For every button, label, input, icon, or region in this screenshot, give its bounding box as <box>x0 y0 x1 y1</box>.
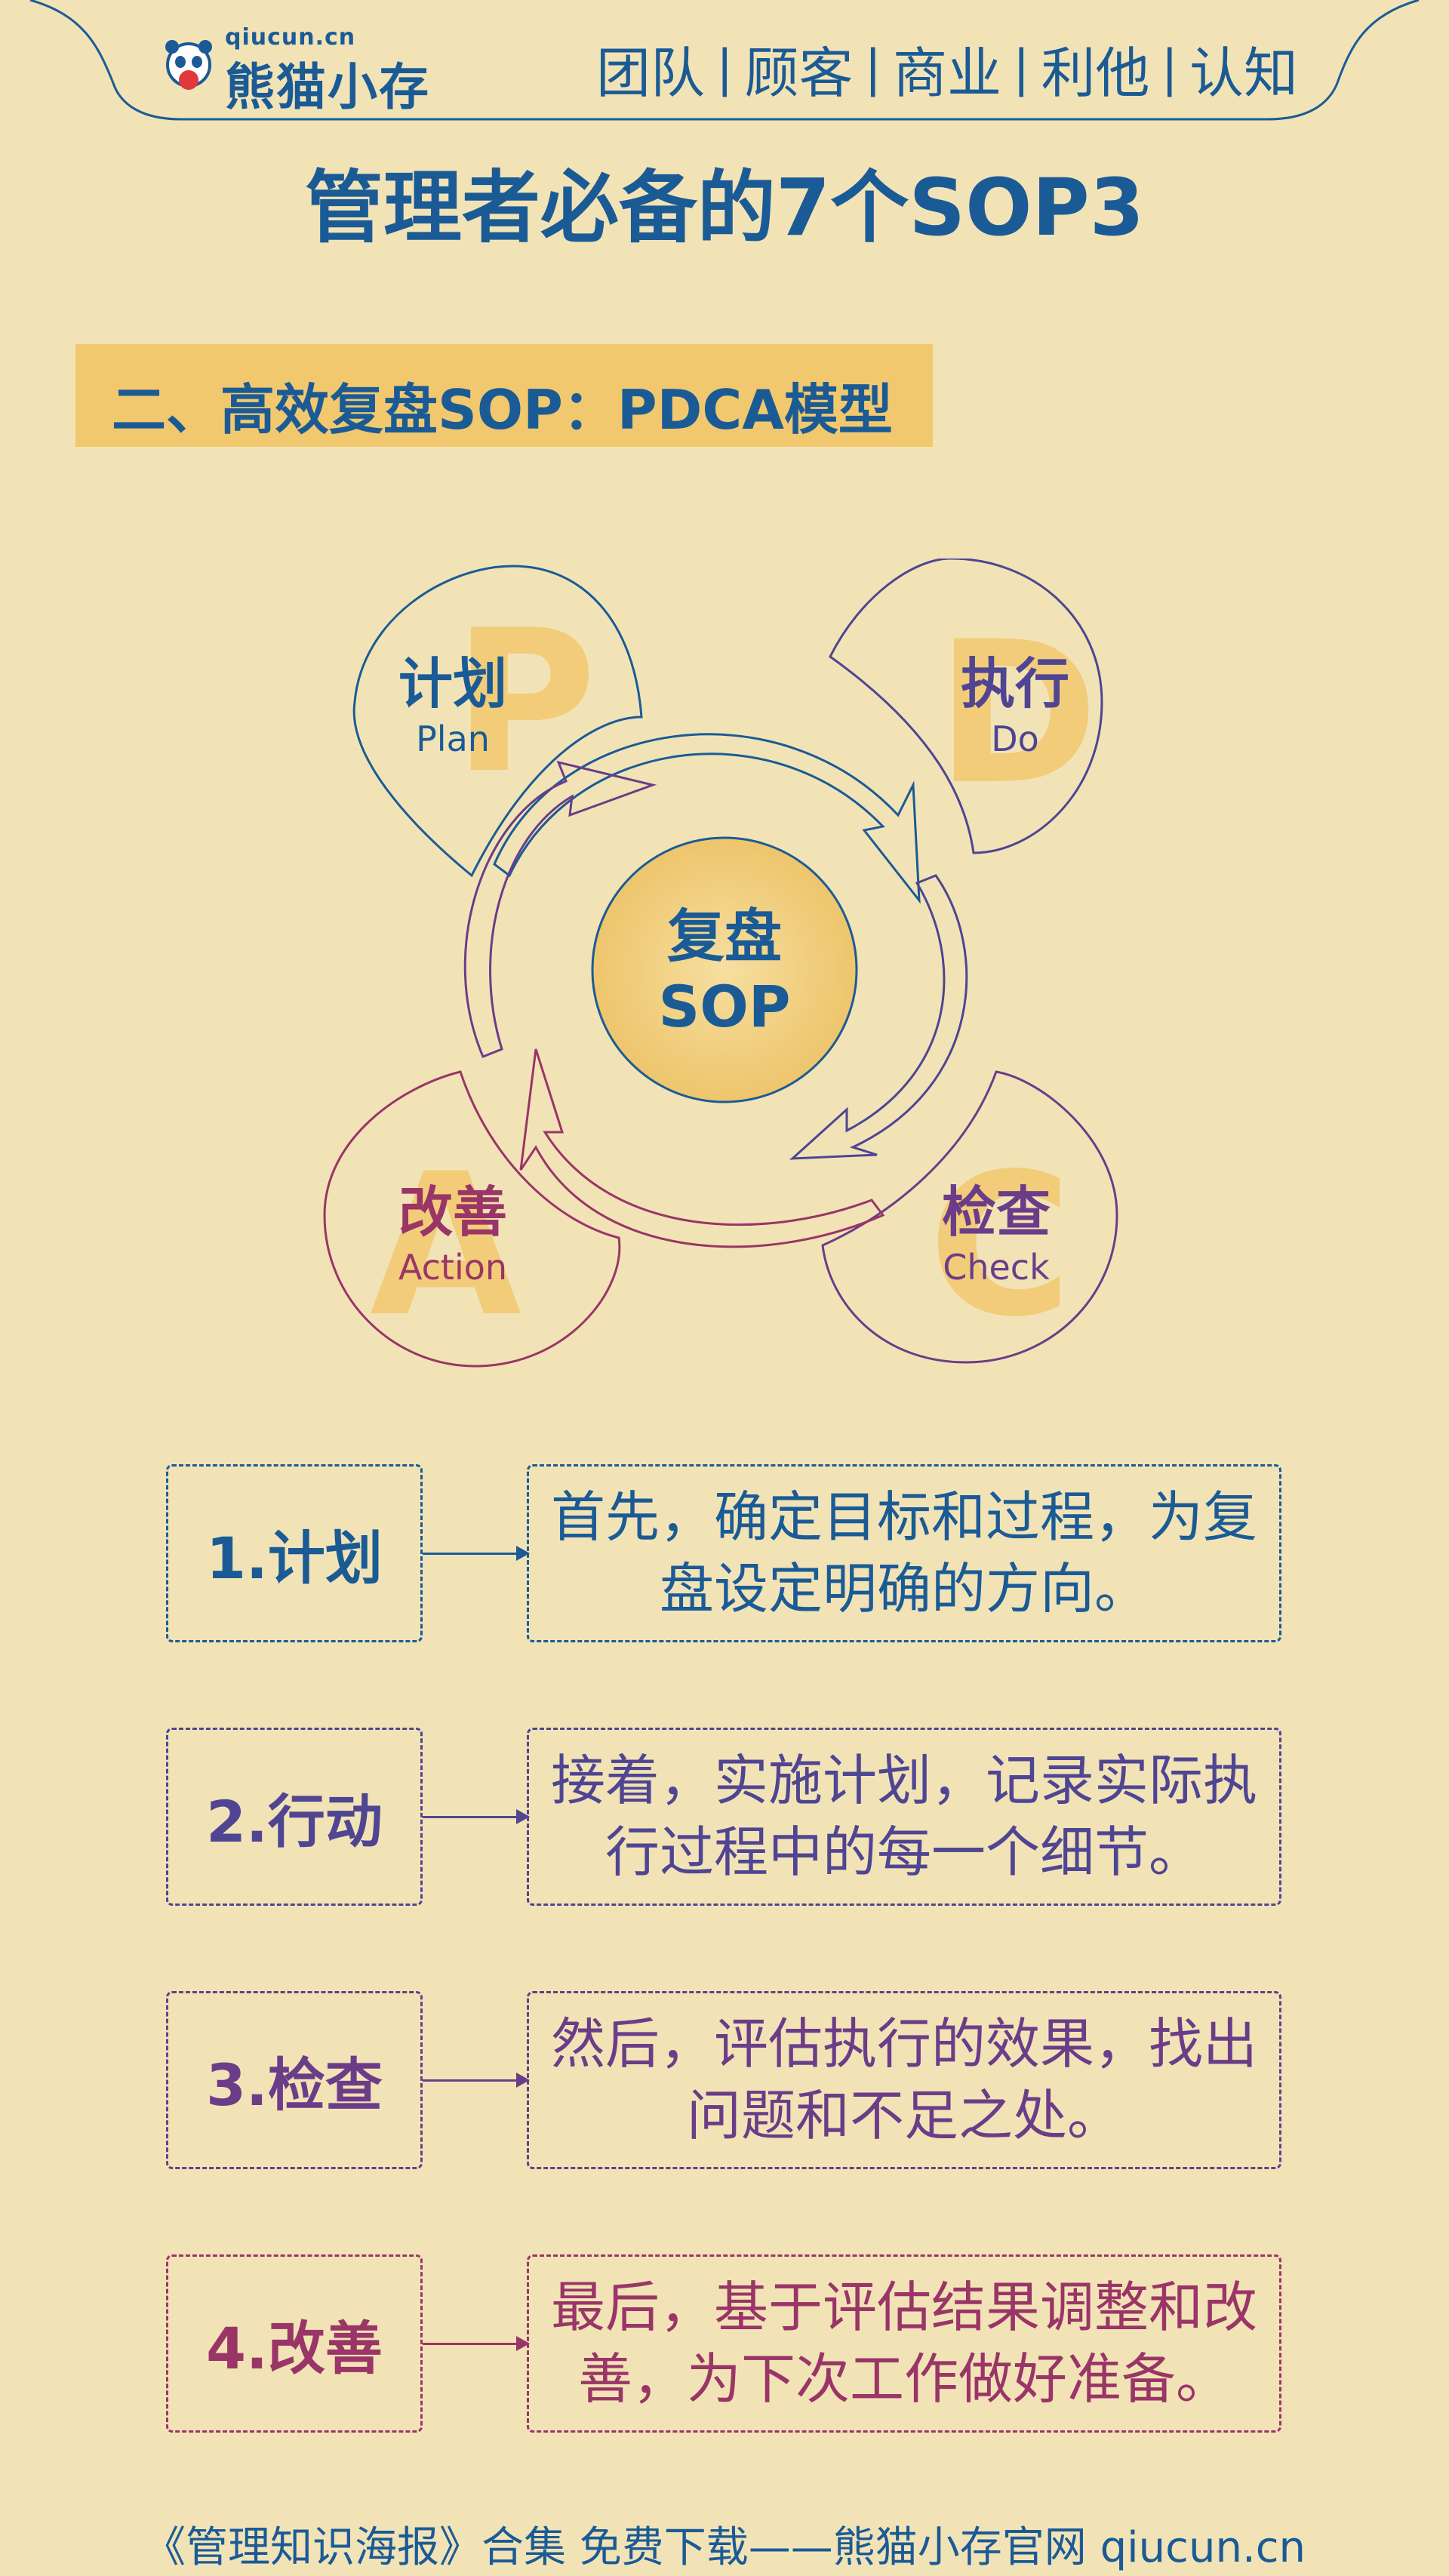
section-header: 二、高效复盘SOP：PDCA模型 <box>75 344 933 447</box>
plan-letter: P <box>453 589 597 817</box>
nav-item-altruism[interactable]: 利他 <box>1041 41 1150 105</box>
brand-logo[interactable]: qiucun.cn 熊猫小存 <box>158 21 475 116</box>
arrow-right-icon <box>423 1546 530 1561</box>
arrow-do-to-check <box>789 874 968 1160</box>
arrow-action-to-plan <box>463 760 657 1058</box>
plan-label-cn: 计划 <box>398 652 507 716</box>
arrow-right-icon <box>423 1809 530 1824</box>
step-description: 首先，确定目标和过程，为复盘设定明确的方向。 <box>527 1464 1281 1642</box>
arrow-plan-to-do <box>493 733 921 904</box>
header-banner <box>29 0 1420 121</box>
page-title: 管理者必备的7个SOP3 <box>304 162 1145 254</box>
step-action: 4.改善 最后，基于评估结果调整和改善，为下次工作做好准备。 <box>0 2254 1449 2436</box>
center-label-line2: SOP <box>658 972 791 1040</box>
nav-item-team[interactable]: 团队 <box>596 41 706 105</box>
center-label: 复盘 SOP <box>592 902 857 1042</box>
check-label-en: Check <box>943 1247 1050 1288</box>
plan-label-en: Plan <box>416 719 490 759</box>
do-label-en: Do <box>991 719 1039 759</box>
step-description: 然后，评估执行的效果，找出问题和不足之处。 <box>527 1991 1281 2169</box>
step-label: 3.检查 <box>166 1991 423 2169</box>
step-plan: 1.计划 首先，确定目标和过程，为复盘设定明确的方向。 <box>0 1464 1449 1645</box>
do-label-cn: 执行 <box>960 652 1069 716</box>
step-description: 最后，基于评估结果调整和改善，为下次工作做好准备。 <box>527 2254 1281 2433</box>
step-label: 2.行动 <box>166 1728 423 1906</box>
nav-divider: | <box>716 38 734 97</box>
plan-bubble <box>352 565 643 878</box>
check-bubble <box>821 1070 1118 1364</box>
nav-divider: | <box>1161 38 1178 97</box>
step-label: 4.改善 <box>166 2254 423 2433</box>
step-label: 1.计划 <box>166 1464 423 1642</box>
do-letter: D <box>936 600 1099 828</box>
center-circle <box>591 836 858 1103</box>
action-label-cn: 改善 <box>398 1180 507 1244</box>
action-label-en: Action <box>398 1247 508 1288</box>
section-title: 二、高效复盘SOP：PDCA模型 <box>112 378 893 442</box>
logo-domain: qiucun.cn <box>225 24 356 51</box>
center-label-line1: 复盘 <box>667 903 782 970</box>
panda-logo-icon <box>165 40 212 90</box>
arrow-right-icon <box>423 2073 530 2088</box>
check-label-cn: 检查 <box>941 1180 1051 1244</box>
check-letter: C <box>928 1132 1072 1360</box>
footer-text[interactable]: 《管理知识海报》合集 免费下载——熊猫小存官网 qiucun.cn <box>143 2523 1306 2572</box>
nav-item-business[interactable]: 商业 <box>892 41 1001 105</box>
action-bubble <box>323 1070 621 1368</box>
step-do: 2.行动 接着，实施计划，记录实际执行过程中的每一个细节。 <box>0 1728 1449 1909</box>
top-nav: 团队 | 顾客 | 商业 | 利他 | 认知 <box>596 30 1298 106</box>
step-description: 接着，实施计划，记录实际执行过程中的每一个细节。 <box>527 1728 1281 1906</box>
do-label: 执行 Do <box>940 657 1091 756</box>
action-letter: A <box>370 1132 523 1360</box>
plan-label: 计划 Plan <box>377 657 528 756</box>
nav-item-cognition[interactable]: 认知 <box>1189 41 1298 105</box>
pdca-diagram: P D A C <box>323 559 1118 1368</box>
nav-item-customer[interactable]: 顾客 <box>744 41 854 105</box>
nav-divider: | <box>864 38 881 97</box>
nav-divider: | <box>1013 38 1030 97</box>
check-label: 检查 Check <box>921 1185 1072 1285</box>
step-check: 3.检查 然后，评估执行的效果，找出问题和不足之处。 <box>0 1991 1449 2172</box>
arrow-check-to-action <box>519 1048 885 1248</box>
do-bubble <box>829 559 1103 854</box>
action-label: 改善 Action <box>377 1185 528 1285</box>
logo-name: 熊猫小存 <box>225 58 430 116</box>
arrow-right-icon <box>423 2336 530 2351</box>
